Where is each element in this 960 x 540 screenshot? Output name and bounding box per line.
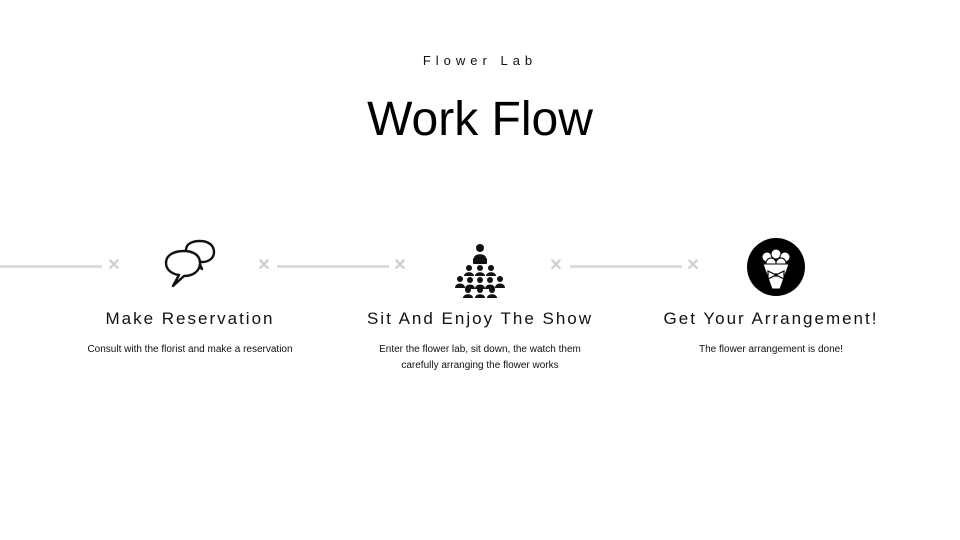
step-description: Consult with the florist and make a rese… [87,344,293,355]
brand-label: Flower Lab [422,53,538,68]
connector-line [277,265,389,268]
speech-bubbles-icon [160,238,220,298]
connector-x-icon: ✕ [549,257,563,274]
connector-line [0,265,102,268]
step-title: Get Your Arrangement! [663,309,879,328]
step-title: Make Reservation [105,309,275,328]
step-title: Sit And Enjoy The Show [366,309,594,328]
connector-x-icon: ✕ [393,257,407,274]
connector-x-icon: ✕ [686,257,700,274]
page-title: Work Flow [367,93,593,146]
connector-x-icon: ✕ [107,257,121,274]
connector-x-icon: ✕ [257,257,271,274]
step-description: The flower arrangement is done! [699,344,843,355]
step-description: Enter the flower lab, sit down, the watc… [379,344,581,371]
flower-bouquet-icon [746,237,806,297]
connector-line [570,265,682,268]
audience-presenter-icon [450,238,510,298]
